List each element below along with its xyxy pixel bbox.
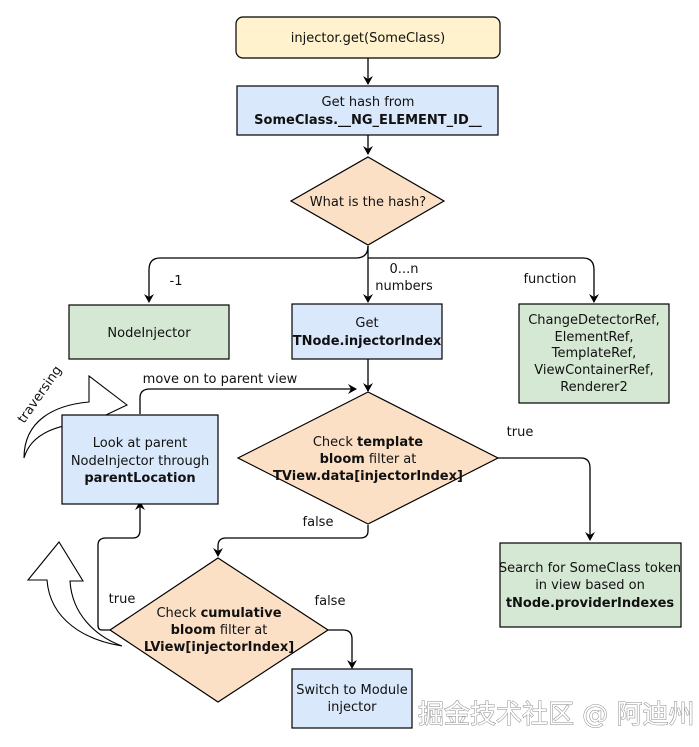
parent-lookup-node[interactable]: Look at parent NodeInjector through pare… [61, 414, 219, 505]
edge-template-true [498, 457, 595, 541]
get-hash-node[interactable]: Get hash from SomeClass.__NG_ELEMENT_ID_… [236, 85, 499, 136]
hash-decision-label: What is the hash? [310, 195, 426, 210]
hash-decision-node[interactable]: What is the hash? [289, 156, 446, 246]
edge-cumulative-true [97, 501, 145, 631]
edge-label-cumulative-true: true [109, 592, 136, 607]
edge-parent-to-template [139, 384, 357, 414]
cumulative-bloom-decision-node[interactable]: Check cumulative bloom filter at LView[i… [108, 557, 330, 703]
parent-lookup-line3: parentLocation [84, 471, 195, 486]
cumulative-bloom-bold: cumulative [201, 606, 282, 621]
edge-template-false [213, 525, 369, 557]
start-node-label: injector.get(SomeClass) [291, 31, 446, 46]
edge-label-numbers-1: 0...n [390, 262, 419, 277]
template-bloom-line3: TView.data[injectorIndex] [273, 469, 463, 484]
search-token-line3: tNode.providerIndexes [506, 596, 675, 611]
special-ref-item: ChangeDetectorRef, [528, 313, 660, 328]
get-injector-index-node[interactable]: Get TNode.injectorIndex [291, 303, 443, 360]
edge-cumulative-false [328, 629, 357, 669]
edge-decision-split-right [368, 257, 599, 303]
search-token-line2: in view based on [535, 578, 645, 593]
edge-label-move-parent: move on to parent view [143, 372, 298, 387]
template-bloom-filter-at: filter at [365, 452, 417, 467]
cumulative-bloom-filter-at: filter at [216, 623, 268, 638]
edge-label-cumulative-false: false [315, 594, 346, 609]
module-injector-node[interactable]: Switch to Module injector [291, 668, 413, 729]
edge-label-function: function [523, 272, 576, 287]
special-ref-item: Renderer2 [560, 380, 628, 395]
cumulative-bloom-line3: LView[injectorIndex] [144, 640, 294, 655]
template-bloom-line1: Check template [313, 435, 423, 450]
parent-lookup-line1: Look at parent [93, 436, 187, 451]
edge-decision-split-left [144, 245, 369, 303]
template-bloom-bold: template [357, 435, 423, 450]
template-bloom-decision-node[interactable]: Check template bloom filter at TView.dat… [236, 391, 500, 525]
watermark: 掘金技术社区 @ 阿迪州 [418, 700, 695, 730]
special-ref-item: TemplateRef, [551, 346, 636, 361]
special-refs-node[interactable]: ChangeDetectorRef, ElementRef, TemplateR… [518, 303, 670, 404]
template-bloom-bloom: bloom [320, 452, 365, 467]
special-ref-item: ViewContainerRef, [534, 363, 654, 378]
cumulative-bloom-line2: bloom filter at [171, 623, 268, 638]
get-injector-index-line1: Get [355, 316, 378, 331]
traversing-arrow-lower [26, 541, 123, 647]
cumulative-bloom-bloom: bloom [171, 623, 216, 638]
node-injector-node[interactable]: NodeInjector [68, 304, 230, 360]
start-node[interactable]: injector.get(SomeClass) [235, 16, 501, 59]
get-hash-line1: Get hash from [322, 95, 415, 110]
template-bloom-pre: Check [313, 435, 357, 450]
cumulative-bloom-pre: Check [156, 606, 200, 621]
get-hash-line2: SomeClass.__NG_ELEMENT_ID__ [254, 113, 482, 128]
cumulative-bloom-line1: Check cumulative [156, 606, 281, 621]
edge-label-template-false: false [303, 515, 334, 530]
get-injector-index-line2: TNode.injectorIndex [293, 334, 442, 349]
search-token-node[interactable]: Search for SomeClass token in view based… [499, 542, 682, 628]
edge-label-numbers-2: numbers [375, 279, 433, 294]
template-bloom-line2: bloom filter at [320, 452, 417, 467]
special-ref-item: ElementRef, [555, 330, 634, 345]
node-injector-label: NodeInjector [107, 326, 191, 341]
edge-label-template-true: true [507, 425, 534, 440]
edge-label-minus-one: -1 [170, 274, 183, 289]
module-injector-line1: Switch to Module [296, 683, 408, 698]
parent-lookup-line2: NodeInjector through [71, 454, 209, 469]
module-injector-line2: injector [327, 700, 377, 715]
search-token-line1: Search for SomeClass token [499, 561, 681, 576]
